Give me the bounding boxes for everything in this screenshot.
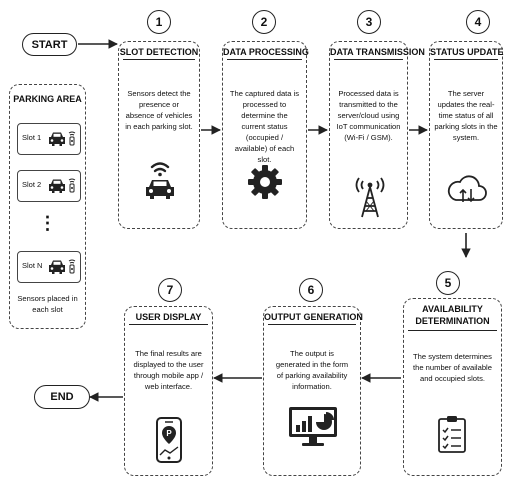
step-description: The system determines the number of avai…: [413, 352, 492, 383]
step-title: AVAILABILITY: [422, 304, 483, 314]
step-description: The final results are displayed to the u…: [133, 349, 204, 391]
sensor-icon: [68, 178, 76, 193]
car-with-signal-icon: [146, 162, 174, 199]
slot-ellipsis: ⋮: [38, 213, 57, 233]
step-number-5: 5: [436, 271, 460, 295]
sensor-icon: [68, 259, 76, 274]
step-title: DATA TRANSMISSION: [330, 47, 425, 57]
step-card-data-transmission: DATA TRANSMISSION Processed data is tran…: [329, 41, 425, 229]
step-description: The server updates the real-time status …: [434, 89, 498, 142]
step-card-availability-determination: AVAILABILITY DETERMINATION The system de…: [403, 298, 502, 476]
step-card-user-display: USER DISPLAY The final results are displ…: [124, 306, 213, 476]
step-card-data-processing: DATA PROCESSING The captured data is pro…: [222, 41, 309, 229]
svg-text:P: P: [166, 429, 172, 438]
mobile-map-pin-icon: P: [156, 417, 182, 463]
parking-area-panel: PARKING AREA Slot 1 Slot 2 ⋮: [9, 84, 86, 329]
start-terminal: START: [22, 33, 77, 56]
parking-slot: Slot N: [17, 251, 81, 283]
step-number-7: 7: [158, 278, 182, 302]
step-card-slot-detection: SLOT DETECTION Sensors detect the presen…: [118, 41, 200, 229]
step-title: USER DISPLAY: [135, 312, 202, 322]
parking-slot: Slot 1: [17, 123, 81, 155]
step-number-1: 1: [147, 10, 171, 34]
car-icon: [49, 260, 65, 274]
step-title: OUTPUT GENERATION: [264, 312, 363, 322]
parking-slot: Slot 2: [17, 170, 81, 202]
monitor-chart-icon: [289, 407, 337, 446]
clipboard-checklist-icon: [438, 416, 466, 453]
step-title: DATA PROCESSING: [223, 47, 309, 57]
parking-area-caption: Sensors placed in each slot: [17, 294, 78, 314]
step-description: Sensors detect the presence or absence o…: [125, 89, 193, 131]
slot-label: Slot 1: [22, 133, 42, 142]
step-number-6: 6: [299, 278, 323, 302]
end-terminal: END: [34, 385, 90, 409]
car-icon: [49, 179, 65, 193]
step-title: STATUS UPDATE: [430, 47, 504, 57]
slot-label: Slot N: [22, 261, 43, 270]
sensor-icon: [68, 131, 76, 146]
antenna-tower-icon: [355, 177, 385, 218]
step-title: SLOT DETECTION: [119, 47, 199, 57]
step-description: The output is generated in the form of p…: [275, 349, 349, 391]
step-description: Processed data is transmitted to the ser…: [336, 89, 401, 142]
parking-area-title: PARKING AREA: [13, 94, 82, 104]
cloud-sync-icon: [447, 175, 487, 203]
slot-label: Slot 2: [22, 180, 42, 189]
step-number-3: 3: [357, 10, 381, 34]
step-description: The captured data is processed to determ…: [229, 89, 300, 164]
gear-icon: [248, 165, 282, 199]
step-title: DETERMINATION: [415, 316, 490, 326]
step-card-status-update: STATUS UPDATE The server updates the rea…: [429, 41, 504, 229]
step-number-4: 4: [466, 10, 490, 34]
step-card-output-generation: OUTPUT GENERATION The output is generate…: [263, 306, 363, 476]
car-icon: [49, 132, 65, 146]
step-number-2: 2: [252, 10, 276, 34]
